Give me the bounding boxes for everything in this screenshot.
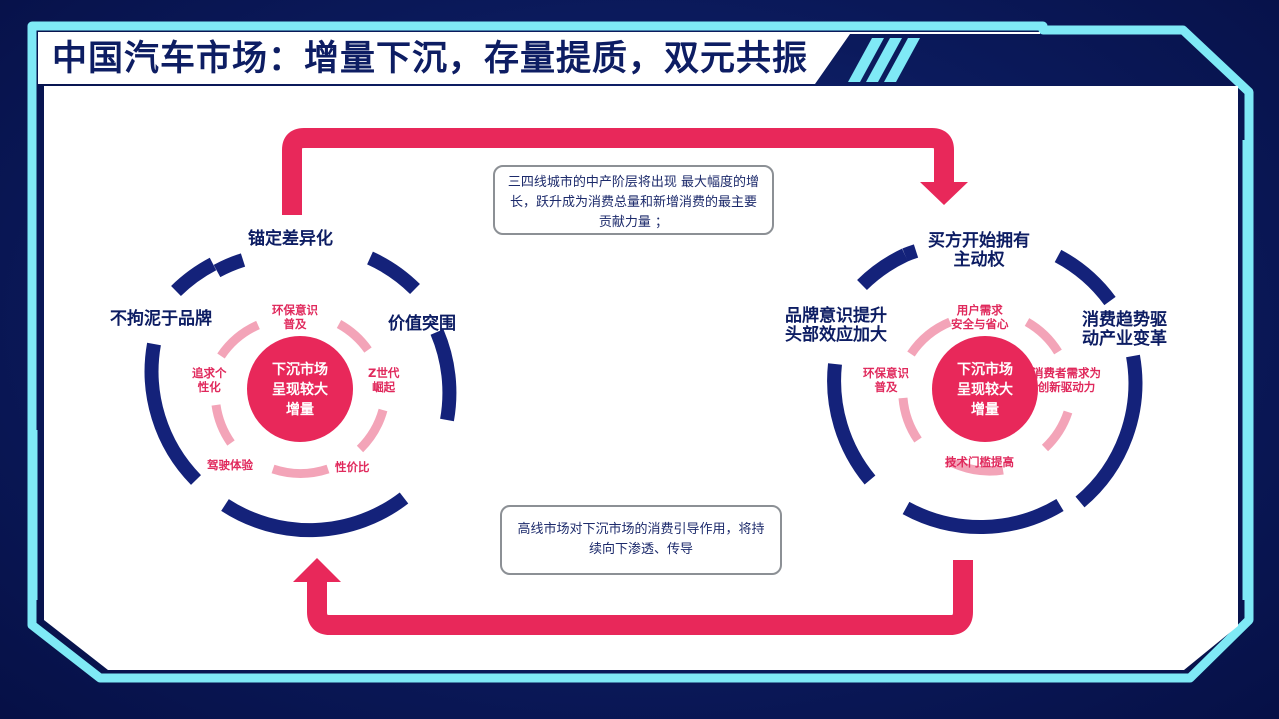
arrow-down-icon (920, 182, 968, 205)
left-inner-ring (211, 320, 388, 478)
frame-outline (27, 21, 1254, 683)
right-inner-ring (898, 317, 1073, 476)
left-inner-right-line1: Z世代 (368, 366, 400, 380)
right-inner-top-line1: 用户需求 (956, 303, 1003, 317)
right-center-line2: 呈现较大 (957, 382, 1013, 398)
right-outer-ring (827, 244, 1143, 534)
left-center-line2: 呈现较大 (272, 382, 328, 398)
left-center-circle (247, 336, 353, 442)
left-outer-label-right: 价值突围 (388, 314, 456, 334)
right-outer-left-line2: 头部效应加大 (785, 325, 887, 345)
right-outer-left-line1: 品牌意识提升 (785, 306, 887, 326)
left-inner-top-line1: 环保意识 (272, 303, 318, 317)
right-center-circle (932, 336, 1038, 442)
right-outer-label-left: 品牌意识提升 头部效应加大 (785, 307, 887, 345)
left-center-text: 下沉市场 呈现较大 增量 (262, 360, 338, 420)
left-inner-label-bottom-right: 性价比 (335, 460, 370, 474)
left-inner-left-line2: 性化 (197, 380, 221, 394)
right-outer-top-line2: 主动权 (953, 250, 1005, 270)
callout-bottom: 高线市场对下沉市场的消费引导作用，将持续向下渗透、传导 (500, 505, 782, 575)
right-outer-right-line1: 消费趋势驱 (1082, 310, 1167, 330)
right-inner-right-line1: 消费者需求为 (1032, 366, 1101, 380)
left-outer-ring (144, 251, 457, 538)
left-inner-label-bottom-left: 驾驶体验 (207, 458, 253, 472)
right-inner-label-bottom: 技术门槛提高 (945, 455, 1014, 469)
right-inner-label-right: 消费者需求为 创新驱动力 (1032, 366, 1101, 394)
header-band (38, 32, 1040, 84)
left-inner-left-line1: 追求个 (192, 366, 227, 380)
header-stripes (848, 38, 920, 82)
left-inner-label-right: Z世代 崛起 (368, 366, 399, 394)
right-inner-right-line2: 创新驱动力 (1037, 380, 1096, 394)
right-outer-top-line1: 买方开始拥有 (928, 231, 1030, 251)
left-inner-label-top: 环保意识 普及 (272, 303, 318, 331)
left-inner-label-left: 追求个 性化 (192, 366, 227, 394)
right-outer-label-right: 消费趋势驱 动产业变革 (1082, 311, 1167, 349)
page-title: 中国汽车市场：增量下沉，存量提质，双元共振 (52, 39, 809, 79)
right-inner-label-left: 环保意识 普及 (863, 366, 909, 394)
right-center-text: 下沉市场 呈现较大 增量 (947, 360, 1023, 420)
callout-top: 三四线城市的中产阶层将出现 最大幅度的增长，跃升成为消费总量和新增消费的最主要贡… (493, 165, 774, 235)
right-inner-left-line1: 环保意识 (863, 366, 909, 380)
right-inner-left-line2: 普及 (874, 380, 898, 394)
left-inner-top-line2: 普及 (283, 317, 307, 331)
right-center-line3: 增量 (971, 402, 999, 418)
right-outer-right-line2: 动产业变革 (1082, 329, 1167, 349)
left-center-line3: 增量 (286, 402, 314, 418)
right-outer-label-top: 买方开始拥有 主动权 (928, 232, 1030, 270)
right-center-line1: 下沉市场 (957, 362, 1013, 378)
left-outer-label-left: 不拘泥于品牌 (110, 309, 212, 329)
left-inner-right-line2: 崛起 (372, 380, 396, 394)
loop-arrow-top (282, 128, 954, 215)
arrow-up-icon (293, 558, 341, 582)
right-inner-top-line2: 安全与省心 (951, 317, 1009, 331)
left-outer-label-top: 锚定差异化 (248, 229, 333, 249)
loop-arrow-bottom (307, 560, 973, 635)
left-center-line1: 下沉市场 (272, 362, 328, 378)
right-inner-label-top: 用户需求 安全与省心 (951, 303, 1009, 331)
